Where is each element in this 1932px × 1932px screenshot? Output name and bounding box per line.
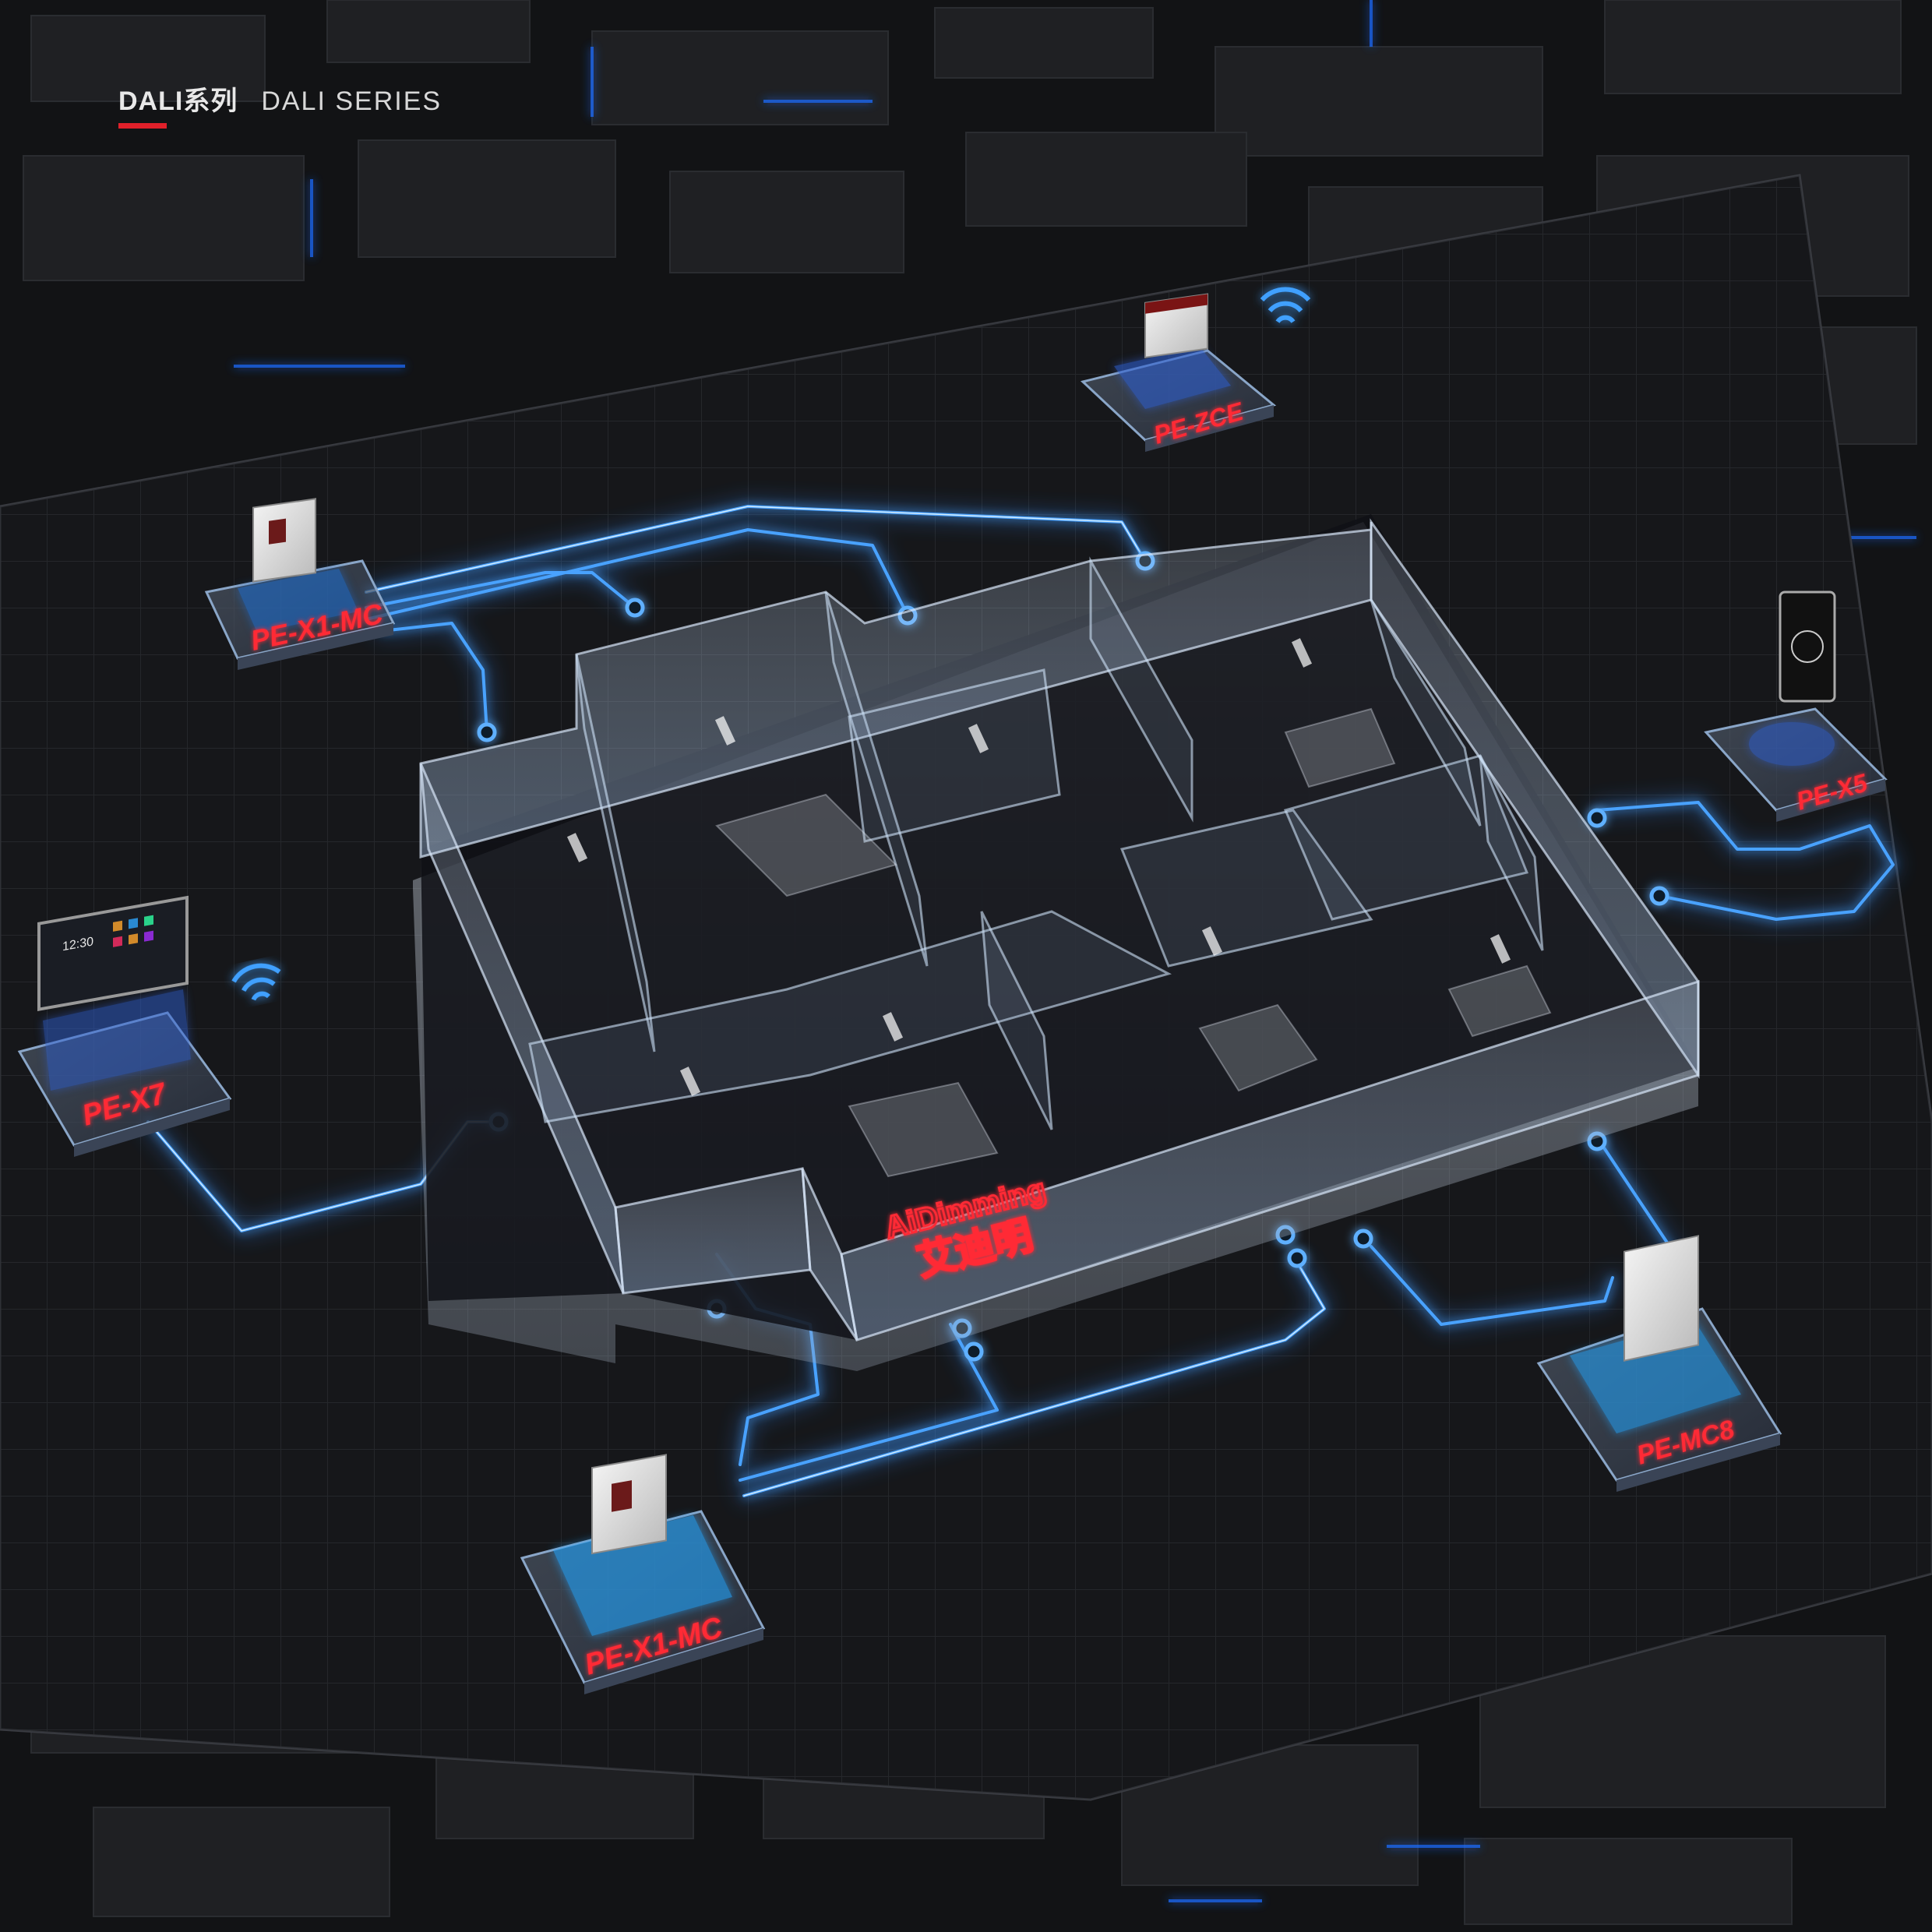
- device-pe-x5[interactable]: PE-X5: [1704, 591, 1888, 822]
- header-underline: [118, 123, 167, 129]
- page-header: DALI系列 DALI SERIES: [118, 79, 442, 129]
- dimming-module: [1624, 1235, 1699, 1362]
- device-pe-x1-mc-top[interactable]: PE-X1-MC: [204, 498, 396, 670]
- header-title-cn: DALI系列: [118, 86, 238, 116]
- floor-plan-building: AiDimming 艾迪明: [413, 514, 1700, 1371]
- wifi-icon-left: [231, 963, 281, 1001]
- tablet-controller: [37, 895, 189, 1011]
- touch-screen: [1779, 591, 1836, 703]
- wifi-icon-top: [1260, 287, 1311, 323]
- device-pe-mc8[interactable]: PE-MC8: [1536, 1235, 1782, 1492]
- device-pe-x7[interactable]: 12:30 PE-X7: [17, 895, 232, 1157]
- device-pe-x1-mc-bottom[interactable]: PE-X1-MC: [520, 1454, 766, 1694]
- header-title-en: DALI SERIES: [261, 86, 442, 116]
